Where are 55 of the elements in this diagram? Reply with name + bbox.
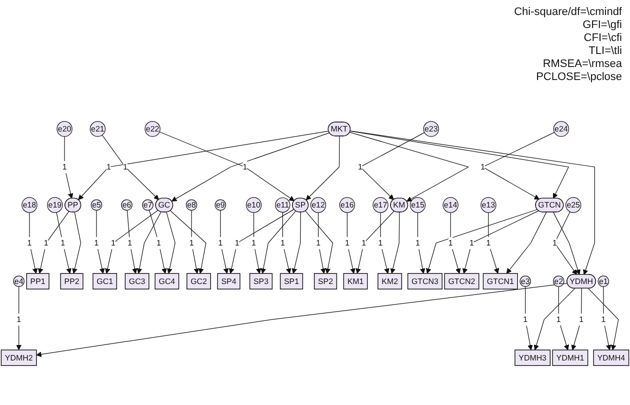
arrow: [350, 132, 470, 202]
arrow: [390, 212, 400, 274]
arrow: [292, 212, 301, 274]
arrow: [136, 212, 162, 274]
arrow: [148, 210, 167, 274]
arrow: [166, 212, 176, 274]
fit-index-label: TLI=\tli: [588, 45, 622, 58]
arrow: [346, 212, 356, 274]
arrow: [380, 212, 390, 274]
arrow: [426, 209, 538, 274]
arrow: [228, 209, 294, 274]
arrow: [506, 212, 547, 274]
arrow: [159, 132, 294, 202]
arrow: [16, 286, 22, 350]
arrow: [356, 210, 394, 274]
arrow: [260, 210, 296, 274]
arrow: [72, 212, 82, 274]
fit-index-label: RMSEA=\rmsea: [542, 58, 622, 71]
arrow: [56, 212, 72, 274]
arrow: [603, 286, 612, 350]
arrow: [488, 212, 500, 274]
arrow: [525, 286, 533, 350]
arrow: [450, 212, 461, 274]
arrow: [350, 130, 595, 275]
fit-index-label: PCLOSE=\pclose: [535, 71, 622, 84]
arrow: [462, 210, 539, 274]
fit-index-label: Chi-square/df=\cmindf: [514, 6, 622, 19]
arrow: [571, 288, 582, 350]
arrow: [305, 210, 334, 274]
arrow: [102, 134, 159, 200]
arrow: [170, 210, 206, 274]
arrow: [36, 283, 568, 358]
arrow: [417, 212, 426, 274]
arrow: [38, 211, 70, 274]
arrow: [126, 210, 138, 274]
arrow: [253, 212, 262, 274]
arrow: [78, 130, 330, 200]
arrow: [588, 288, 619, 350]
arrow: [220, 210, 229, 274]
arrow: [64, 136, 74, 199]
arrow: [171, 132, 330, 202]
arrow: [558, 286, 569, 350]
arrow: [96, 210, 105, 274]
arrow: [360, 132, 425, 200]
arrow: [282, 212, 292, 274]
arrow: [482, 132, 555, 200]
arrow: [350, 130, 570, 199]
arrow: [306, 136, 340, 200]
arrow: [104, 210, 158, 274]
fit-index-label: GFI=\gfi: [582, 19, 622, 32]
fit-index-label: CFI=\cfi: [582, 32, 622, 45]
arrow: [29, 212, 38, 274]
arrow: [534, 288, 576, 350]
arrow: [191, 210, 200, 274]
arrow: [318, 212, 326, 274]
